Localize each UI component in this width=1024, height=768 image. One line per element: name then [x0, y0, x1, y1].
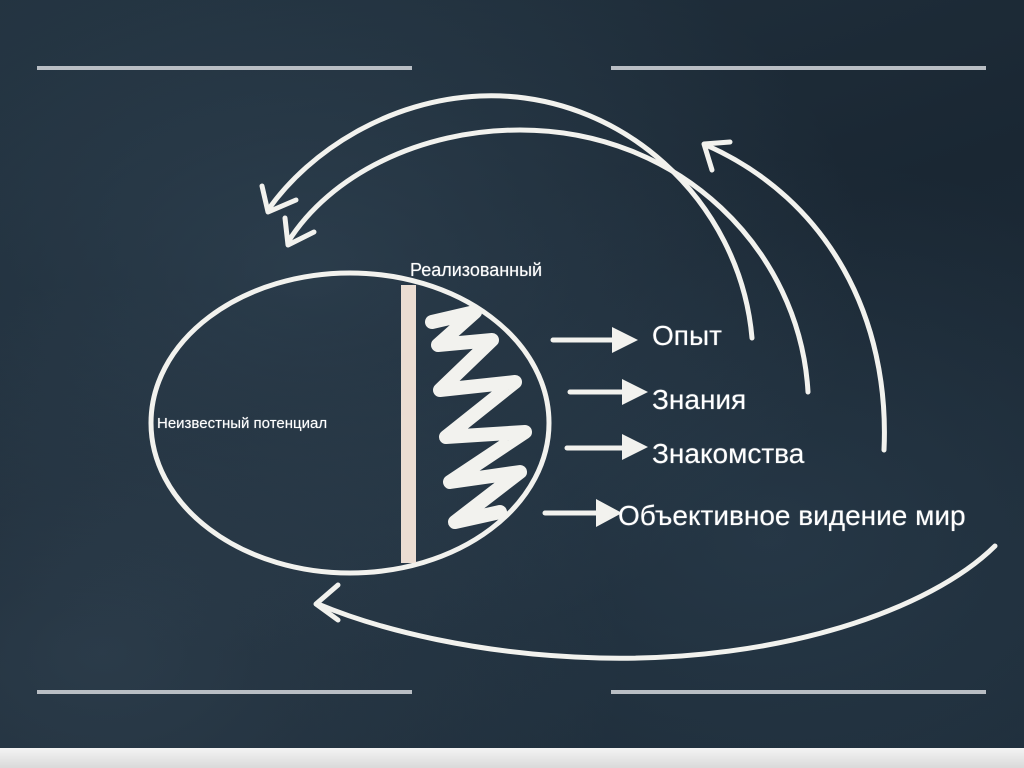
- output-label-experience: Опыт: [652, 320, 722, 351]
- top-right-rule: [611, 66, 986, 70]
- realized-divider: [401, 285, 416, 563]
- output-label-contacts: Знакомства: [652, 438, 805, 469]
- feedback-arc-contacts: [703, 142, 887, 453]
- feedback-arc-inner: [285, 127, 811, 395]
- bottom-left-rule: [37, 690, 412, 694]
- output-arrow-experience: [550, 327, 638, 353]
- ellipse-label: Неизвестный потенциал: [157, 415, 328, 432]
- output-arrow-contacts: [564, 434, 648, 460]
- top-label: Реализованный: [410, 260, 543, 280]
- feedback-arrowhead-contacts: [701, 139, 733, 173]
- output-arrow-knowledge: [567, 379, 648, 405]
- potential-ellipse: [148, 270, 552, 576]
- feedback-arc-outer: [265, 93, 755, 341]
- output-label-knowledge: Знания: [652, 384, 747, 415]
- bottom-right-rule: [611, 690, 986, 694]
- feedback-arrowhead-inner: [282, 215, 317, 248]
- feedback-arrowhead-outer: [259, 183, 299, 215]
- slide-bottom-strip: [0, 748, 1024, 768]
- output-label-worldview: Объективное видение мир: [618, 500, 966, 531]
- top-left-rule: [37, 66, 412, 70]
- return-arc-bottom: [315, 543, 998, 661]
- output-arrow-worldview: [542, 499, 622, 527]
- return-arrowhead-bottom: [313, 582, 341, 623]
- realized-zigzag: [425, 305, 532, 529]
